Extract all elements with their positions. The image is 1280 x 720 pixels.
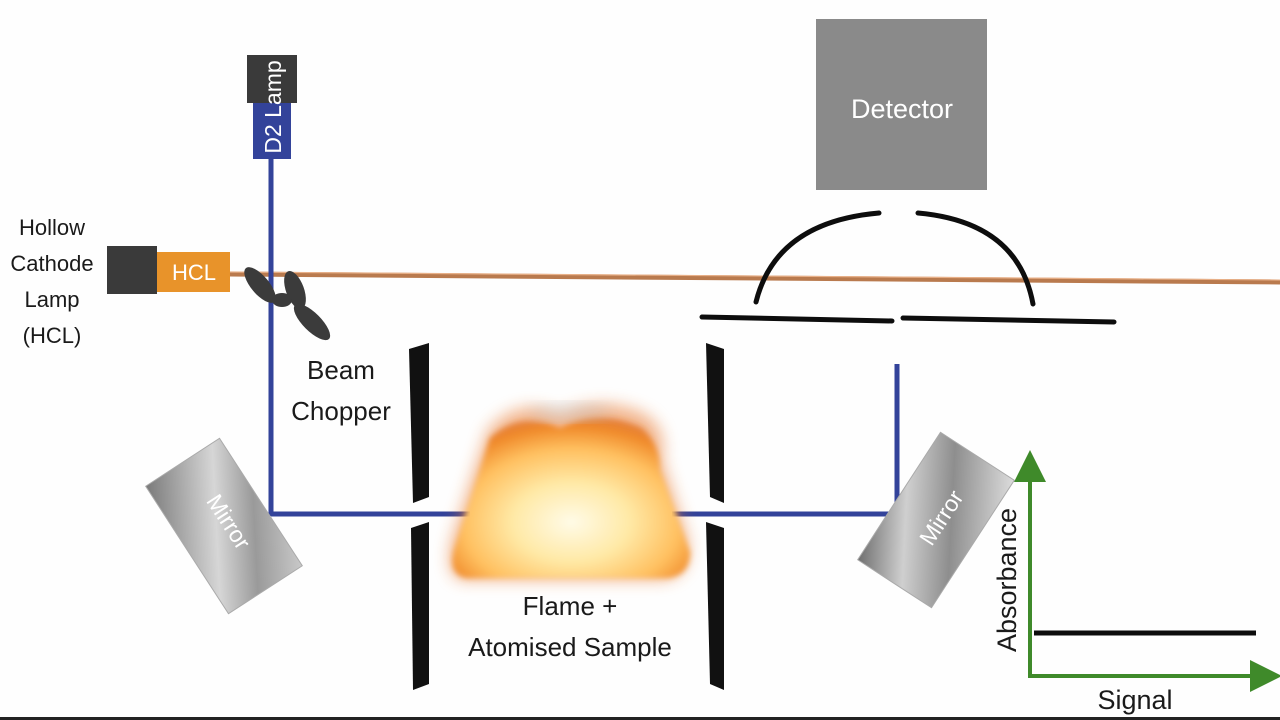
hcl-full-label: Hollow Cathode Lamp (HCL) <box>10 215 94 348</box>
signal-axis-label: Signal <box>1097 685 1173 715</box>
detector <box>816 19 987 190</box>
beam-chopper <box>244 267 331 341</box>
mirror-left <box>145 437 303 615</box>
hollow-cathode-lamp <box>107 246 230 294</box>
flame <box>449 402 690 580</box>
hcl-beam <box>229 271 1280 285</box>
bottom-divider <box>0 717 1280 720</box>
hcl-box-label: HCL <box>172 260 216 285</box>
d2-lamp <box>247 55 297 159</box>
slit-left <box>409 343 429 690</box>
d2-lamp-label: D2 Lamp <box>260 60 286 153</box>
mirror-right <box>857 431 1015 609</box>
absorbance-axis-label: Absorbance <box>992 508 1022 652</box>
flame-label: Flame + Atomised Sample <box>468 591 672 662</box>
absorbance-graph <box>1014 450 1280 692</box>
detector-label: Detector <box>851 94 953 124</box>
monochromator <box>699 210 1117 325</box>
d2-beam-path <box>268 158 900 517</box>
beam-chopper-label: Beam Chopper <box>291 355 391 426</box>
slit-right <box>706 343 724 690</box>
